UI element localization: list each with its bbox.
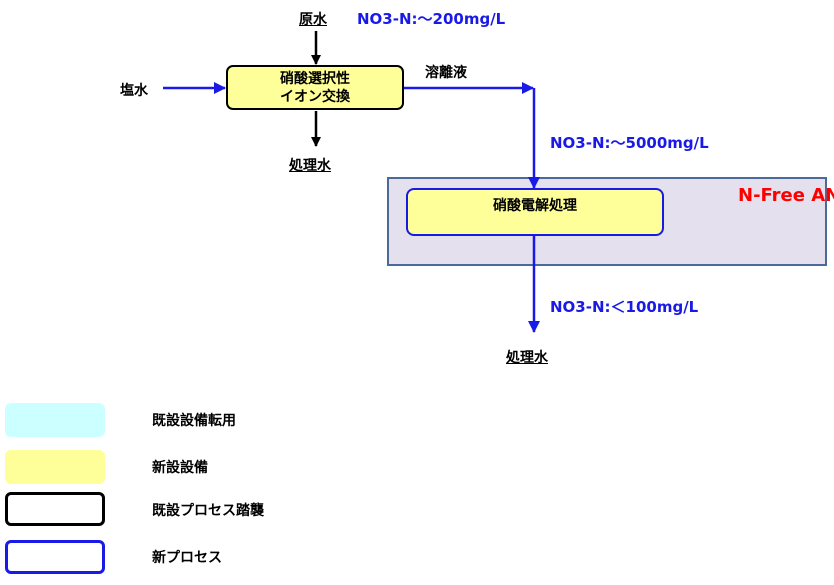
legend-swatch-existing-equipment <box>5 403 105 437</box>
raw-water-label: 原水 <box>299 12 327 28</box>
legend-swatch-existing-process <box>5 492 105 526</box>
system-name-label: N-Free AN <box>738 185 834 206</box>
electrolysis-label: 硝酸電解処理 <box>493 198 577 214</box>
legend-label-existing-equipment: 既設設備転用 <box>152 413 236 429</box>
brine-label: 塩水 <box>120 83 148 99</box>
raw-water-concentration: NO3-N:～200mg/L <box>357 10 506 28</box>
legend-label-new-process: 新プロセス <box>152 550 222 566</box>
nitrate-electrolysis-box: 硝酸電解処理 <box>406 188 664 236</box>
ion-exchange-line1: 硝酸選択性 <box>280 70 350 87</box>
legend-swatch-new-equipment <box>5 450 105 484</box>
ion-exchange-line2: イオン交換 <box>280 88 350 105</box>
treated-water-label-top: 処理水 <box>289 158 331 174</box>
eluate-concentration: NO3-N:～5000mg/L <box>550 134 709 152</box>
ion-exchange-process-box: 硝酸選択性 イオン交換 <box>226 65 404 110</box>
final-concentration: NO3-N:＜100mg/L <box>550 298 699 316</box>
legend-swatch-new-process <box>5 540 105 574</box>
legend-label-new-equipment: 新設設備 <box>152 460 208 476</box>
eluate-label: 溶離液 <box>425 65 467 81</box>
legend-label-existing-process: 既設プロセス踏襲 <box>152 503 264 519</box>
treated-water-label-bottom: 処理水 <box>506 350 548 366</box>
